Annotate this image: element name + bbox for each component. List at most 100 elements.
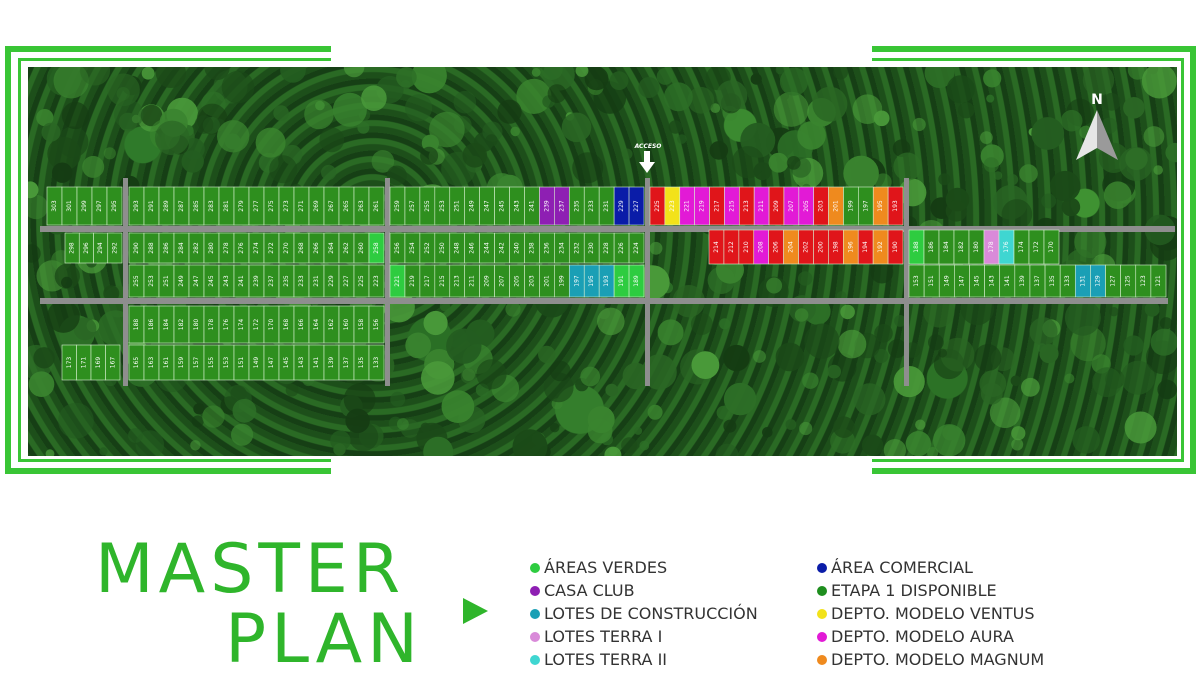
lot-r2e-186[interactable]: 186 — [923, 229, 940, 265]
lot-r2b-290[interactable]: 290 — [128, 232, 145, 264]
lot-r3c-195[interactable]: 195 — [583, 264, 600, 298]
lot-r2c-246[interactable]: 246 — [464, 232, 480, 264]
lot-r2c-256[interactable]: 256 — [389, 232, 406, 264]
lot-r5b-137[interactable]: 137 — [338, 344, 355, 381]
lot-r1d-209[interactable]: 209 — [768, 186, 785, 226]
lot-r5a-169[interactable]: 169 — [90, 344, 106, 381]
lot-r3c-213[interactable]: 213 — [449, 264, 466, 298]
lot-r2e-188[interactable]: 188 — [908, 229, 925, 265]
lot-cell[interactable] — [368, 232, 385, 264]
lot-r1d-223[interactable]: 223 — [664, 186, 681, 226]
lot-r4b-160[interactable]: 160 — [338, 305, 355, 344]
lot-r3e-127[interactable]: 127 — [1105, 264, 1121, 298]
lot-r4b-156[interactable]: 156 — [368, 305, 385, 344]
lot-r3e-147[interactable]: 147 — [954, 264, 970, 298]
lot-r1c-251[interactable]: 251 — [449, 186, 466, 226]
lot-r2c-234[interactable]: 234 — [554, 232, 570, 264]
lot-r3b-233[interactable]: 233 — [293, 264, 310, 298]
lot-r5b-145[interactable]: 145 — [278, 344, 295, 381]
lot-r2a-292[interactable]: 292 — [107, 232, 123, 264]
lot-r3e-151[interactable]: 151 — [923, 264, 940, 298]
lot-cell[interactable] — [628, 232, 645, 264]
lot-r1d-211[interactable]: 211 — [753, 186, 770, 226]
lot-r1b-269[interactable]: 269 — [308, 186, 325, 226]
lot-r3c-215[interactable]: 215 — [434, 264, 451, 298]
lot-r3c-201[interactable]: 201 — [539, 264, 555, 298]
lot-r5b-143[interactable]: 143 — [293, 344, 310, 381]
lot-r2c-252[interactable]: 252 — [419, 232, 436, 264]
lot-r2b-284[interactable]: 284 — [173, 232, 190, 264]
lot-r3b-237[interactable]: 237 — [263, 264, 280, 298]
lot-r4b-166[interactable]: 166 — [293, 305, 310, 344]
lot-r5b-157[interactable]: 157 — [188, 344, 205, 381]
lot-r1c-229[interactable]: 229 — [613, 186, 630, 226]
lot-r1d-219[interactable]: 219 — [694, 186, 710, 226]
lot-r2e-180[interactable]: 180 — [968, 229, 985, 265]
lot-r3e-143[interactable]: 143 — [984, 264, 1001, 298]
lot-r2b-268[interactable]: 268 — [293, 232, 310, 264]
lot-r3c-203[interactable]: 203 — [524, 264, 540, 298]
lot-r3e-135[interactable]: 135 — [1044, 264, 1061, 298]
lot-r3c-211[interactable]: 211 — [464, 264, 480, 298]
lot-r5b-151[interactable]: 151 — [233, 344, 250, 381]
lot-r2d-202[interactable]: 202 — [798, 229, 814, 265]
lot-cell[interactable] — [106, 186, 123, 226]
lot-r1d-225[interactable]: 225 — [649, 186, 666, 226]
lot-r3e-129[interactable]: 129 — [1090, 264, 1106, 298]
lot-r1b-263[interactable]: 263 — [353, 186, 370, 226]
lot-r1b-265[interactable]: 265 — [338, 186, 355, 226]
lot-r1c-255[interactable]: 255 — [419, 186, 436, 226]
lot-r1a-303[interactable]: 303 — [46, 186, 63, 226]
lot-r1c-253[interactable]: 253 — [434, 186, 451, 226]
lot-r1d-203[interactable]: 203 — [813, 186, 829, 226]
lot-r1a-295[interactable]: 295 — [106, 186, 123, 226]
lot-r2d-190[interactable]: 190 — [887, 229, 904, 265]
lot-cell[interactable] — [368, 264, 385, 298]
lot-r3c-205[interactable]: 205 — [509, 264, 525, 298]
lot-r1a-299[interactable]: 299 — [76, 186, 93, 226]
lot-r3c-221[interactable]: 221 — [389, 264, 406, 298]
lot-r2b-276[interactable]: 276 — [233, 232, 250, 264]
lot-r2a-298[interactable]: 298 — [64, 232, 80, 264]
lot-r2b-282[interactable]: 282 — [188, 232, 205, 264]
lot-r2c-244[interactable]: 244 — [479, 232, 495, 264]
lot-r1c-257[interactable]: 257 — [404, 186, 421, 226]
lot-r2d-206[interactable]: 206 — [768, 229, 784, 265]
lot-r3b-231[interactable]: 231 — [308, 264, 325, 298]
lot-r2b-262[interactable]: 262 — [338, 232, 355, 264]
lot-r2c-250[interactable]: 250 — [434, 232, 451, 264]
lot-r1d-221[interactable]: 221 — [679, 186, 695, 226]
lot-r3e-137[interactable]: 137 — [1029, 264, 1046, 298]
lot-r4b-188[interactable]: 188 — [128, 305, 145, 344]
lot-cell[interactable] — [1043, 229, 1060, 265]
lot-r2b-278[interactable]: 278 — [218, 232, 235, 264]
lot-r2e-178[interactable]: 178 — [983, 229, 1000, 265]
lot-r2e-172[interactable]: 172 — [1028, 229, 1045, 265]
lot-r2e-176[interactable]: 176 — [998, 229, 1015, 265]
lot-r3c-219[interactable]: 219 — [404, 264, 421, 298]
lot-r4b-180[interactable]: 180 — [188, 305, 205, 344]
lot-r2b-280[interactable]: 280 — [203, 232, 220, 264]
lot-r1d-217[interactable]: 217 — [709, 186, 725, 226]
lot-r2c-228[interactable]: 228 — [598, 232, 615, 264]
lot-r1d-195[interactable]: 195 — [872, 186, 889, 226]
lot-r1c-233[interactable]: 233 — [583, 186, 600, 226]
lot-r2a-296[interactable]: 296 — [78, 232, 94, 264]
lot-r2d-212[interactable]: 212 — [723, 229, 740, 265]
lot-r5a-171[interactable]: 171 — [76, 344, 92, 381]
lot-r4b-186[interactable]: 186 — [143, 305, 160, 344]
lot-r4b-174[interactable]: 174 — [233, 305, 250, 344]
lot-r2c-226[interactable]: 226 — [613, 232, 630, 264]
lot-r2e-170[interactable]: 170 — [1043, 229, 1060, 265]
lot-r3c-207[interactable]: 207 — [494, 264, 510, 298]
lot-r5b-165[interactable]: 165 — [128, 344, 145, 381]
lot-r4b-178[interactable]: 178 — [203, 305, 220, 344]
lot-r1b-277[interactable]: 277 — [248, 186, 265, 226]
lot-r4b-164[interactable]: 164 — [308, 305, 325, 344]
lot-r1d-205[interactable]: 205 — [798, 186, 815, 226]
lot-r2c-230[interactable]: 230 — [583, 232, 600, 264]
lot-r2c-238[interactable]: 238 — [524, 232, 540, 264]
lot-r1b-285[interactable]: 285 — [188, 186, 205, 226]
lot-r3b-239[interactable]: 239 — [248, 264, 265, 298]
lot-r5b-149[interactable]: 149 — [248, 344, 265, 381]
